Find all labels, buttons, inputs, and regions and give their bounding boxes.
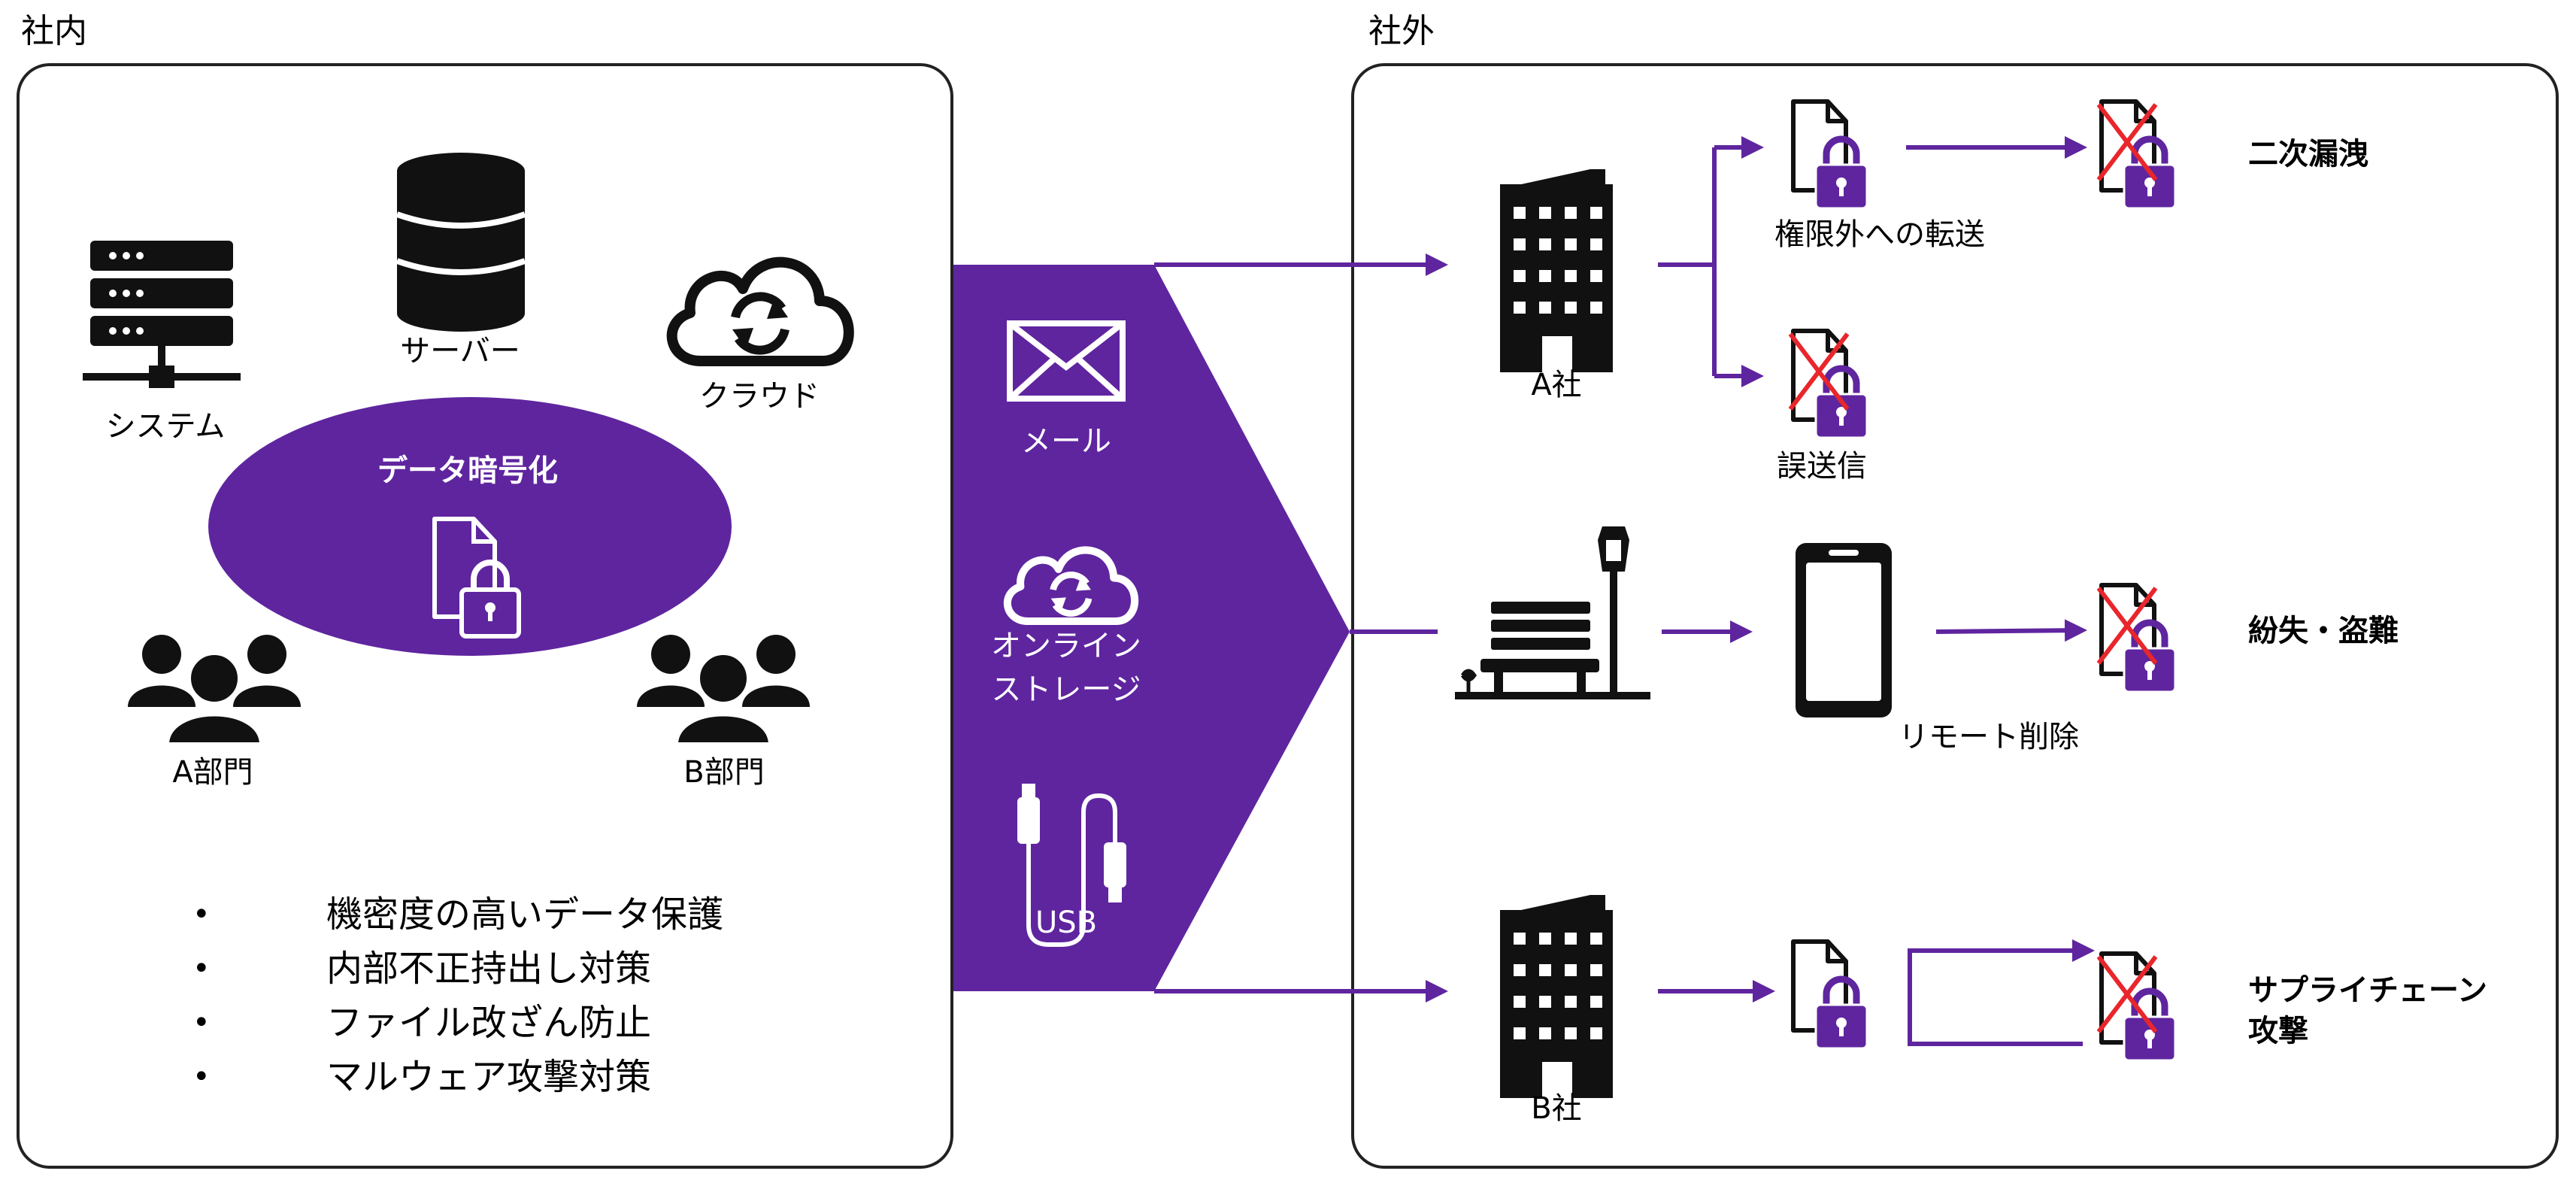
outcome-secondary-leak: 二次漏洩 [2248, 137, 2368, 171]
outcome-supply-chain: サプライチェーン 攻撃 [2248, 973, 2487, 1048]
usb-cable-icon [1017, 784, 1126, 947]
smartphone-icon [1796, 543, 1892, 717]
crossed-document-icon [1790, 331, 1867, 438]
channel-arrow [953, 265, 1350, 991]
database-icon [395, 153, 526, 332]
cloud-sync-icon [672, 262, 849, 361]
group-icon [637, 635, 810, 745]
channel-storage-label: オンライン ストレージ [991, 629, 1141, 707]
data-encryption-ellipse [208, 397, 732, 656]
department-b-label: B部門 [683, 755, 765, 790]
outcome-loss-theft: 紛失・盗難 [2248, 614, 2399, 648]
locked-document-icon [432, 517, 521, 639]
list-item: ファイル改ざん防止 [192, 996, 723, 1050]
group-icon [128, 635, 301, 745]
department-a-label: A部門 [172, 755, 253, 790]
external-section-title: 社外 [1368, 12, 1435, 50]
system-label: システム [105, 409, 226, 444]
channel-email-label: メール [1021, 424, 1111, 459]
locked-document-icon [1793, 942, 1867, 1048]
internal-section-title: 社内 [21, 12, 87, 50]
building-icon [1500, 169, 1613, 372]
server-label: サーバー [400, 334, 520, 369]
flow-arrows [1154, 136, 2095, 1046]
company-a-label: A社 [1531, 368, 1582, 402]
list-item: 機密度の高いデータ保護 [192, 887, 723, 942]
list-item: マルウェア攻撃対策 [192, 1050, 723, 1104]
forward-label: 権限外への転送 [1774, 217, 1985, 252]
crossed-document-icon [2099, 585, 2175, 692]
missend-label: 誤送信 [1777, 449, 1867, 484]
envelope-icon [1007, 320, 1126, 402]
building-icon [1500, 895, 1613, 1098]
server-rack-icon [83, 241, 241, 388]
crossed-document-icon [2099, 954, 2175, 1060]
cloud-label: クラウド [699, 379, 820, 414]
channel-usb-label: USB [1035, 905, 1098, 940]
benefits-list: 機密度の高いデータ保護 内部不正持出し対策 ファイル改ざん防止 マルウェア攻撃対… [192, 887, 723, 1104]
park-bench-icon [1455, 526, 1650, 699]
crossed-document-icon [2099, 102, 2175, 208]
list-item: 内部不正持出し対策 [192, 942, 723, 996]
company-b-label: B社 [1531, 1091, 1582, 1126]
encryption-label: データ暗号化 [377, 453, 558, 488]
remote-wipe-label: リモート削除 [1899, 720, 2079, 754]
locked-document-icon [1793, 102, 1867, 208]
